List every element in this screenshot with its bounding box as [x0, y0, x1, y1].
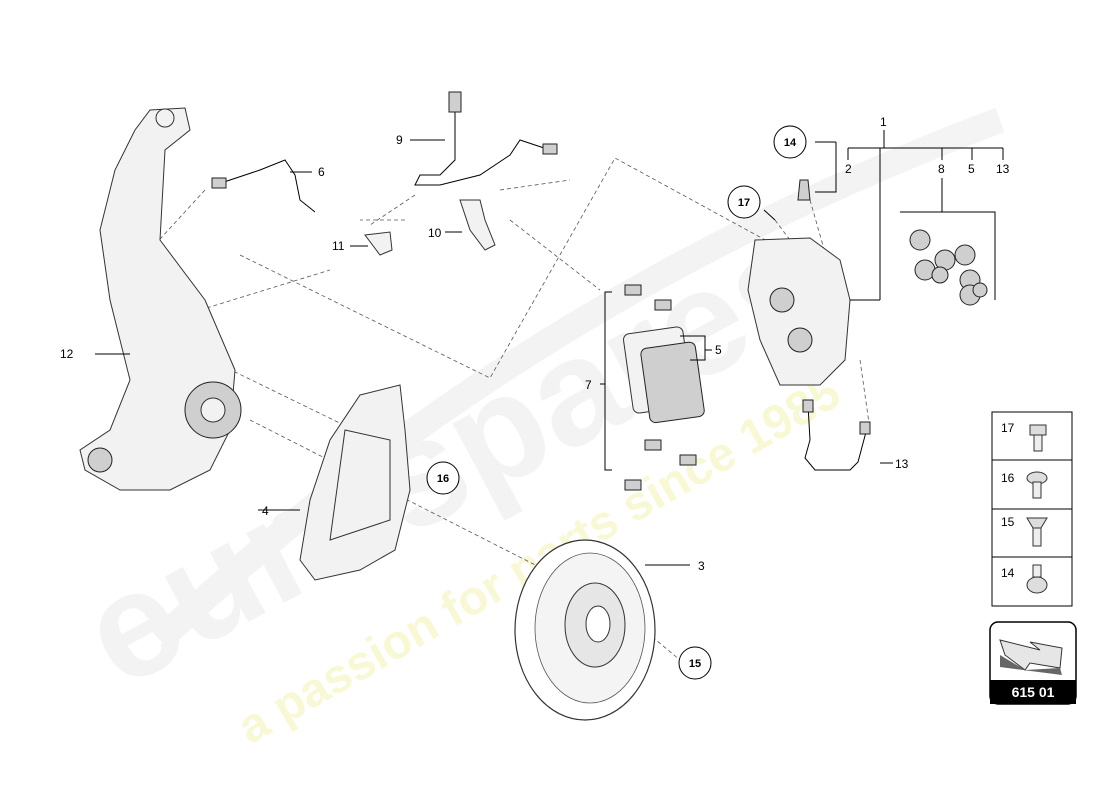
callout-11: 11 — [332, 239, 345, 253]
steering-knuckle — [79, 107, 242, 491]
brake-hose — [414, 91, 558, 186]
circled-14-label: 14 — [784, 137, 797, 149]
countersunk-screw-icon — [1026, 517, 1048, 547]
callout-3: 3 — [698, 559, 705, 573]
screw-round-head-icon — [1026, 471, 1048, 499]
sensor-wire — [211, 159, 316, 213]
callout-6: 6 — [318, 165, 325, 179]
brake-line — [802, 399, 871, 471]
legend-row-17: 17 — [1001, 421, 1047, 452]
dashed-leader-lines — [149, 157, 871, 661]
fastener-legend: 17 16 15 14 — [991, 411, 1073, 607]
legend-row-16: 16 — [1001, 471, 1048, 499]
pad-clips — [624, 284, 697, 491]
legend-row-15: 15 — [1001, 515, 1048, 547]
circled-callout-15: 15 — [678, 646, 712, 680]
callout-7: 7 — [585, 378, 592, 392]
brake-disc — [514, 539, 656, 721]
callout-12: 12 — [60, 347, 74, 361]
bleed-valve-icon — [1026, 564, 1048, 594]
legend-label-16: 16 — [1001, 471, 1015, 485]
reference-label: 615 01 — [1012, 684, 1055, 700]
callout-13-caliper: 13 — [996, 162, 1010, 176]
legend-label-17: 17 — [1001, 421, 1015, 435]
circled-17-label: 17 — [738, 197, 750, 209]
caliper-pistons — [909, 229, 988, 306]
callout-13-line: 13 — [895, 457, 909, 471]
bleed-valve — [797, 179, 811, 201]
circled-16-label: 16 — [437, 473, 449, 485]
callout-2: 2 — [845, 162, 852, 176]
circled-15-label: 15 — [689, 658, 701, 670]
legend-row-14: 14 — [1001, 564, 1048, 594]
callout-5-caliper: 5 — [968, 162, 975, 176]
callout-leaders — [95, 130, 1004, 566]
brake-pads — [623, 326, 705, 424]
callout-1: 1 — [880, 115, 887, 129]
hose-clip — [364, 231, 393, 256]
reference-box: 615 01 — [989, 621, 1077, 705]
callout-5-pads: 5 — [715, 343, 722, 357]
arrow-direction-icon — [999, 639, 1063, 675]
brake-caliper — [747, 237, 851, 386]
legend-label-15: 15 — [1001, 515, 1015, 529]
circled-callout-17: 17 — [727, 185, 761, 219]
circled-callout-16: 16 — [426, 461, 460, 495]
callout-9: 9 — [396, 133, 403, 147]
legend-label-14: 14 — [1001, 566, 1015, 580]
bolt-hex-flange-icon — [1029, 424, 1047, 452]
callout-4: 4 — [262, 504, 269, 518]
callout-8: 8 — [938, 162, 945, 176]
splash-shield — [299, 384, 411, 581]
circled-callout-14: 14 — [773, 125, 807, 159]
hose-bracket — [459, 199, 496, 251]
callout-10: 10 — [428, 226, 442, 240]
